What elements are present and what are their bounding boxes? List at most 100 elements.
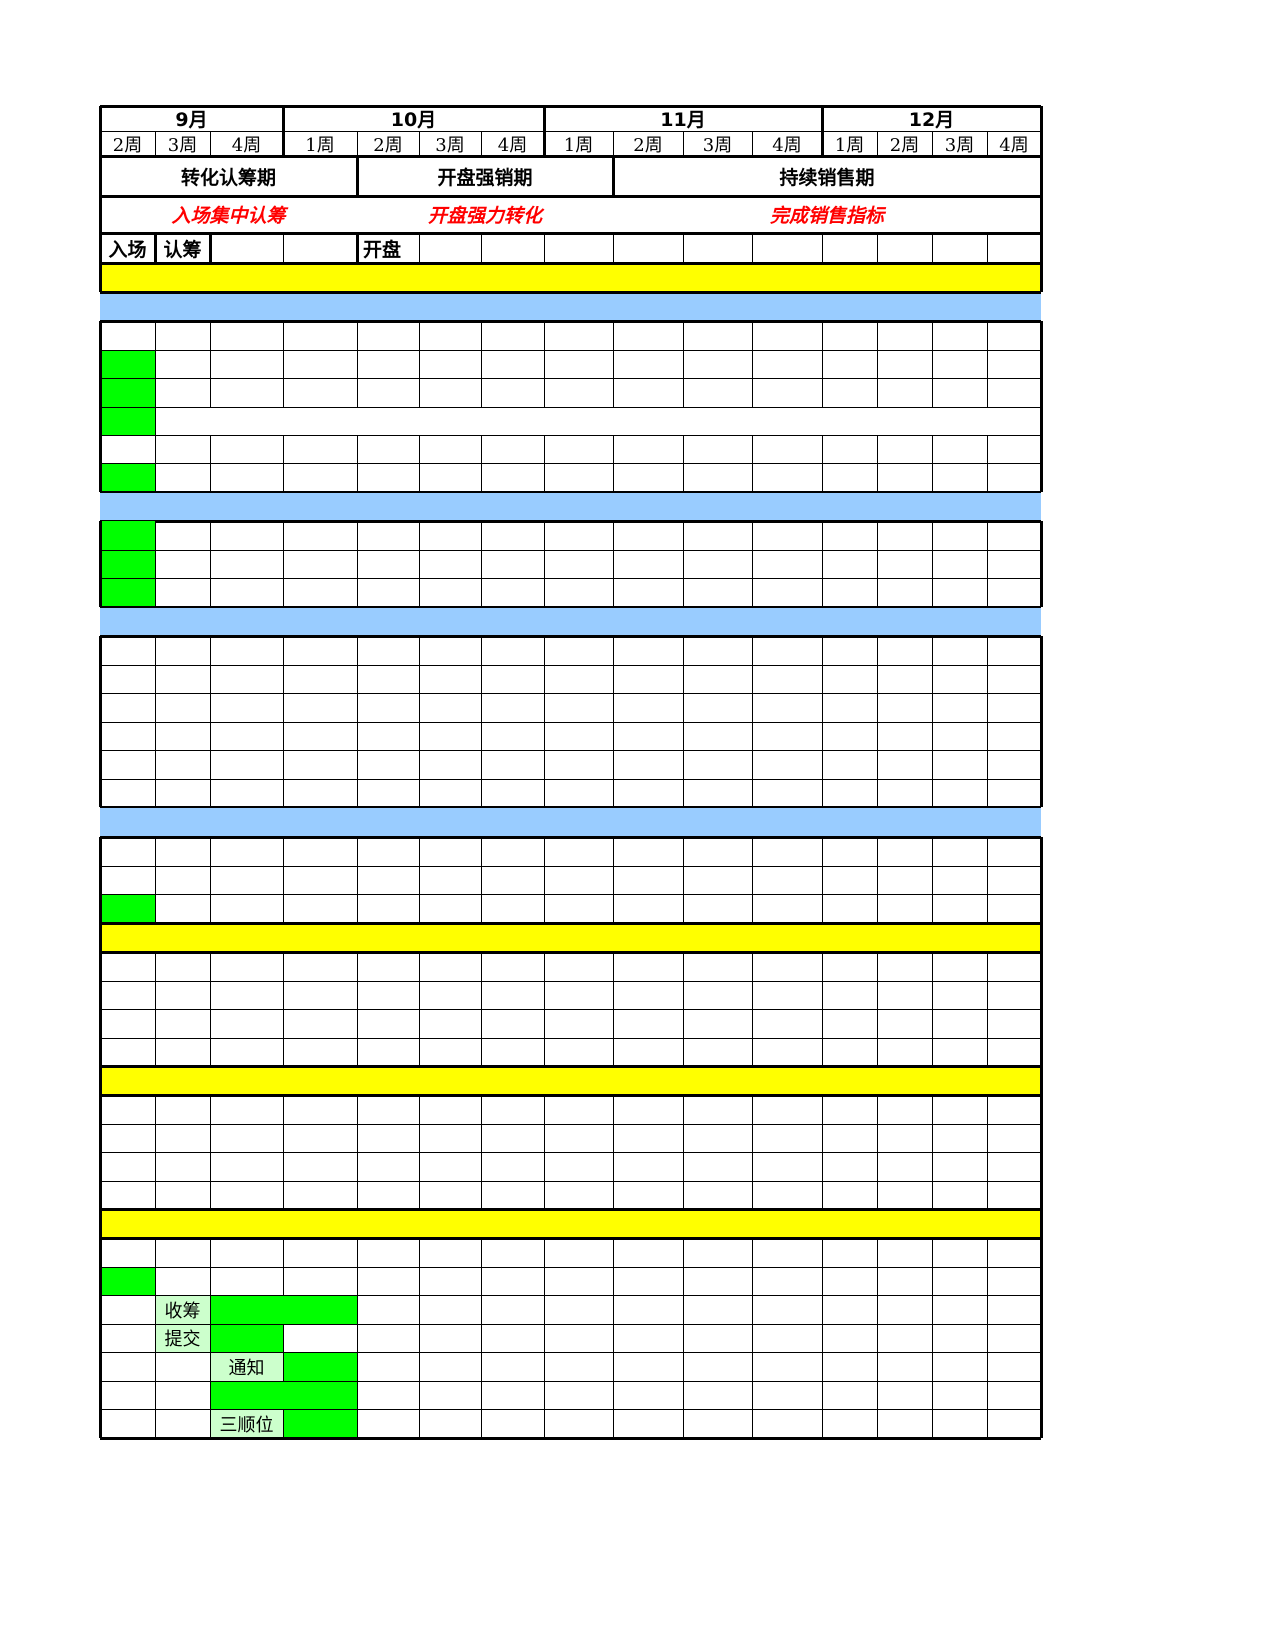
grid-line-v — [282, 131, 285, 156]
grid-line-v — [932, 233, 933, 263]
grid-line-v — [1040, 952, 1043, 1066]
grid-line-v — [544, 636, 545, 807]
grid-line-v — [683, 952, 684, 1066]
grid-line-v — [357, 1095, 358, 1209]
grid-line-v — [987, 1095, 988, 1209]
month-header: 11月 — [660, 109, 706, 131]
week-header: 1周 — [834, 134, 865, 156]
grid-line-h — [100, 578, 1041, 579]
grid-line-v — [210, 1095, 211, 1209]
grid-line-v — [210, 837, 211, 923]
grid-line-v — [613, 1095, 614, 1209]
grid-line-v — [210, 1324, 211, 1438]
grid-line-v — [683, 837, 684, 923]
grid-line-v — [932, 1095, 933, 1209]
grid-line-h — [100, 105, 1041, 108]
grid-line-v — [877, 1095, 878, 1209]
marker-green — [100, 378, 155, 407]
grid-line-v — [987, 1238, 988, 1438]
grid-line-v — [932, 435, 933, 492]
grid-line-v — [209, 233, 212, 263]
schedule-label-cell — [155, 1324, 210, 1352]
grid-line-h — [100, 693, 1041, 694]
grid-line-h — [357, 1381, 1041, 1382]
grid-line-v — [99, 321, 102, 492]
grid-line-v — [544, 521, 545, 607]
grid-line-v — [683, 636, 684, 807]
grid-line-h — [100, 1181, 1041, 1182]
grid-line-v — [543, 131, 546, 156]
schedule-label-third-order: 三顺位 — [219, 1414, 274, 1436]
grid-line-h — [100, 463, 1041, 464]
grid-line-v — [932, 131, 933, 156]
schedule-label-cell — [210, 1352, 283, 1381]
grid-line-h — [100, 981, 1041, 982]
grid-line-v — [481, 521, 482, 607]
grid-line-v — [210, 636, 211, 807]
grid-line-v — [932, 636, 933, 807]
grid-line-v — [99, 1238, 102, 1438]
grid-line-v — [877, 233, 878, 263]
grid-line-v — [877, 321, 878, 407]
schedule-label-submit: 提交 — [164, 1329, 201, 1350]
grid-line-h — [100, 378, 1041, 379]
grid-line-h — [100, 195, 1041, 198]
grid-line-v — [283, 321, 284, 407]
grid-line-v — [987, 837, 988, 923]
schedule-label-cell — [210, 1409, 283, 1438]
grid-line-v — [481, 837, 482, 923]
grid-line-v — [283, 435, 284, 492]
grid-line-h — [100, 606, 1041, 609]
grid-line-v — [155, 837, 156, 923]
grid-line-v — [481, 1095, 482, 1209]
grid-line-v — [683, 1095, 684, 1209]
grid-line-h — [100, 1208, 1041, 1211]
grid-line-v — [683, 1238, 684, 1438]
grid-line-v — [1040, 1066, 1043, 1095]
grid-line-v — [155, 636, 156, 807]
week-header: 3周 — [167, 134, 198, 156]
grid-line-v — [283, 521, 284, 607]
grid-line-v — [419, 233, 420, 263]
grid-line-h — [100, 1237, 1041, 1240]
grid-line-v — [99, 923, 102, 952]
grid-line-v — [932, 521, 933, 607]
phase-goal: 入场集中认筹 — [171, 205, 286, 227]
schedule-bar — [283, 1352, 357, 1381]
grid-line-v — [419, 131, 420, 156]
grid-line-v — [481, 131, 482, 156]
grid-line-h — [100, 922, 1041, 925]
grid-line-h — [100, 722, 1041, 723]
grid-line-v — [155, 521, 156, 607]
grid-line-v — [822, 952, 823, 1066]
grid-line-v — [1040, 1238, 1043, 1438]
grid-line-v — [155, 952, 156, 1066]
grid-line-v — [987, 233, 988, 263]
grid-line-v — [155, 1095, 156, 1209]
grid-line-v — [356, 156, 359, 196]
grid-line-v — [356, 233, 359, 263]
grid-line-v — [210, 321, 211, 407]
grid-line-v — [877, 636, 878, 807]
grid-line-v — [613, 321, 614, 407]
grid-line-v — [752, 837, 753, 923]
grid-line-h — [100, 750, 1041, 751]
grid-line-v — [1040, 1209, 1043, 1238]
grid-line-h — [100, 635, 1041, 638]
grid-line-h — [100, 1324, 1041, 1325]
grid-line-v — [752, 321, 753, 407]
grid-line-v — [987, 435, 988, 492]
grid-line-v — [613, 233, 614, 263]
grid-line-v — [987, 521, 988, 607]
grid-line-v — [1040, 923, 1043, 952]
grid-line-h — [100, 1152, 1041, 1153]
grid-line-v — [877, 131, 878, 156]
grid-line-v — [1040, 131, 1043, 156]
schedule-label-cell — [155, 1295, 210, 1324]
week-header: 2周 — [112, 134, 143, 156]
week-header: 3周 — [435, 134, 465, 156]
grid-line-v — [613, 1238, 614, 1438]
week-header: 4周 — [772, 134, 802, 156]
grid-line-h — [100, 1124, 1041, 1125]
